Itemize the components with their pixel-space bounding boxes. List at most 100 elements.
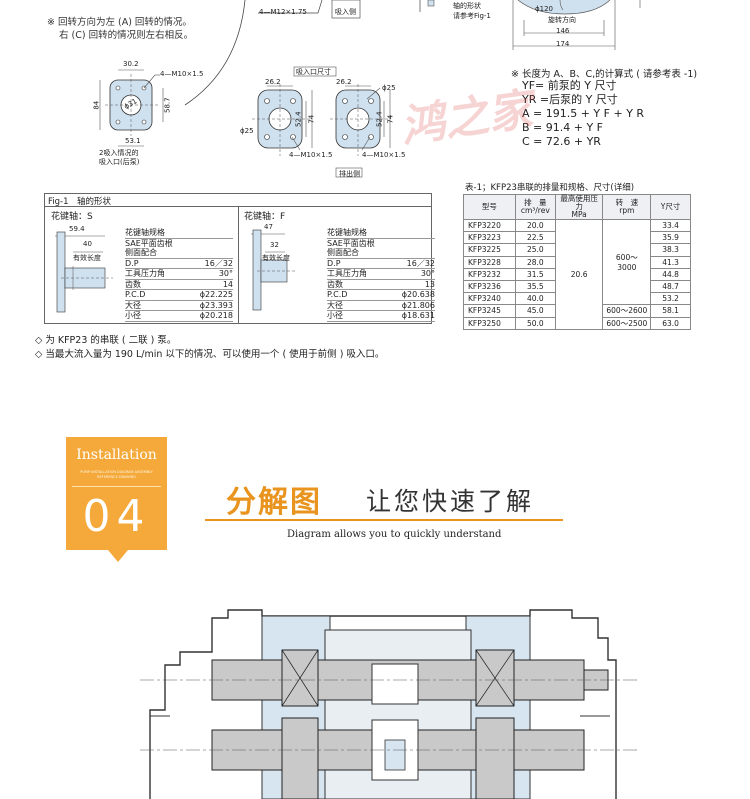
dim-40: 40 [83,240,92,248]
dim-174: 174 [556,40,570,48]
cell-y: 53.2 [650,292,691,306]
length-note-yr: YR =后泵的 Y 尺寸 [522,93,618,106]
footnote-2: ◇ 当最大流入量为 190 L/min 以下的情况、可以使用一个 ( 使用于前侧… [35,349,385,360]
rear-bolt-label: 4—M10×1.5 [160,70,204,78]
cell-speed: 600～2600 [602,304,652,318]
length-note-title: ※ 长度为 A、B、C,的计算式 ( 请参考表 -1) [511,69,698,80]
cell-y: 33.4 [650,218,691,233]
cell-y: 38.3 [650,243,691,257]
dim-146: 146 [556,27,570,35]
spec-row: 侧面配合 [327,248,435,259]
section-title: 分解图 [226,485,322,520]
exploded-cross-section-drawing [140,609,640,799]
cell-displacement: 40.0 [514,292,556,306]
spec-section: ※ 回转方向为左 (A) 回转的情况。 右 (C) 回转的情况则左右相反。 [0,0,750,380]
badge-number: 04 [82,491,151,542]
shaft-f-heading: 花键轴：F [244,212,286,222]
cell-model: KFP3236 [463,279,516,294]
dim-53-1: 53.1 [125,137,141,145]
cell-y: 41.3 [650,255,691,269]
dim-26-2-b: 26.2 [336,78,352,86]
cell-y: 58.1 [650,304,691,318]
rotation-note-line1: ※ 回转方向为左 (A) 回转的情况。 [47,17,192,28]
formula-a: A = 191.5 + Y F + Y R [522,107,645,120]
cell-displacement: 28.0 [514,255,556,269]
effective-length-f: 有效长度 [262,254,290,262]
fig1-shaft-shapes: Fig-1 轴的形状 花键轴：S 59.4 40 有效长度 花键轴规格 SAE平… [44,193,435,324]
cell-model: KFP3228 [463,255,516,269]
installation-badge: Installation PUMP INSTALLATION DIAGRAM A… [66,437,167,550]
dim-32: 32 [270,241,279,249]
cell-speed: 600～2500 [602,316,652,330]
formula-c: C = 72.6 + YR [522,135,601,148]
dia120-label: ϕ120 [535,5,553,13]
cell-displacement: 25.0 [514,243,556,257]
rear-caption-1: 2吸入情况的 [99,149,139,157]
cell-displacement: 45.0 [514,304,556,318]
rotation-dir-label: 旋转方向 [548,16,576,24]
length-note-yf: YF= 前泵的 Y 尺寸 [522,79,617,92]
discharge-side-label: 排出侧 [339,170,360,178]
fig1-title: Fig-1 轴的形状 [48,197,112,207]
cell-model: KFP3245 [463,304,516,318]
rotation-note-line2: 右 (C) 回转的情况则左右相反。 [59,30,194,41]
badge-divider [72,486,161,487]
shaft-s-drawing [55,231,113,313]
shaft-f-drawing [251,229,295,311]
effective-length-s: 有效长度 [73,254,101,262]
section-underline [205,519,563,521]
dim-47: 47 [264,223,273,231]
suction-side-label: 吸入侧 [335,8,356,16]
spec-title-s: 花键轴规格 [125,228,233,239]
cell-y: 44.8 [650,267,691,281]
cell-model: KFP3220 [463,218,516,233]
cell-pressure: 20.6 [554,219,604,330]
dim-52-4-a: 52.4 [294,111,303,127]
table-caption: 表-1；KFP23串联的排量和规格、尺寸(详细) [465,183,635,193]
spec-row: 侧面配合 [125,248,233,259]
section-title-secondary: 让您快速了解 [366,487,535,516]
dim-26-2-a: 26.2 [265,78,281,86]
dim-30-2: 30.2 [123,60,139,68]
cell-model: KFP3232 [463,267,516,281]
spec-title-f: 花键轴规格 [327,228,435,239]
dim-58-7: 58.7 [163,97,172,113]
cell-displacement: 50.0 [514,316,556,330]
suction-size-label: 吸入口尺寸 [296,68,331,76]
cell-model: KFP3240 [463,292,516,306]
fig1-divider-v [238,206,239,324]
spec-row: SAE平面齿根 [327,238,375,248]
flange-bolt-label-b: 4—M10×1.5 [362,151,406,159]
footnote-1: ◇ 为 KFP23 的串联 ( 二联 ) 泵。 [35,335,177,346]
dia25-label-b: ϕ25 [382,84,396,92]
shaft-s-heading: 花键轴：S [51,212,93,222]
cell-y: 63.0 [650,316,691,330]
dim-52-4-b: 52.4 [375,111,384,127]
dim-74-a: 74 [307,114,316,124]
dimension-drawings [99,0,641,178]
cell-displacement: 22.5 [514,231,556,245]
dim-84: 84 [92,100,101,110]
